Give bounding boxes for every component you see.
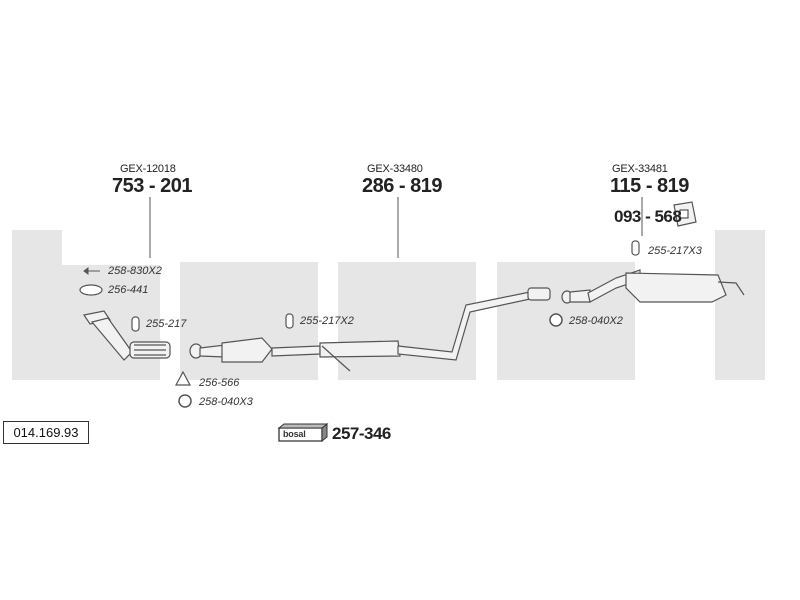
ref-code-1: GEX-12018 (120, 163, 176, 175)
rear-silencer (561, 269, 745, 304)
acc-label-2: 256-441 (108, 284, 149, 296)
catalog-code: 014.169.93 (3, 421, 89, 444)
acc-label-8: 255-217X3 (648, 245, 702, 257)
acc-label-3: 255-217 (146, 318, 187, 330)
part-number-bracket: 093 - 568 (614, 207, 682, 226)
acc-label-7: 258-040X2 (569, 315, 623, 327)
acc-label-6: 255-217X2 (300, 315, 354, 327)
nut-icons (178, 313, 563, 408)
hanger-icons (131, 240, 640, 332)
part-number-1: 753 - 201 (112, 175, 193, 197)
ref-code-3: GEX-33481 (612, 163, 668, 175)
acc-label-4: 256-566 (199, 377, 240, 389)
part-number-2: 286 - 819 (362, 175, 443, 197)
assembly-kit-icon (277, 422, 329, 443)
bracket-icon (673, 201, 697, 227)
ref-code-2: GEX-33480 (367, 163, 423, 175)
acc-label-5: 258-040X3 (199, 396, 253, 408)
front-pipe (83, 310, 171, 361)
assembly-kit-badge: bosal (283, 429, 306, 439)
acc-label-1: 258-830X2 (108, 265, 162, 277)
leader-lines (149, 197, 643, 258)
assembly-kit-part-number: 257-346 (332, 424, 391, 443)
gasket-icons (79, 284, 192, 386)
bolt-icon (83, 267, 100, 275)
middle-pipe (189, 287, 551, 372)
part-number-3: 115 - 819 (610, 175, 689, 197)
